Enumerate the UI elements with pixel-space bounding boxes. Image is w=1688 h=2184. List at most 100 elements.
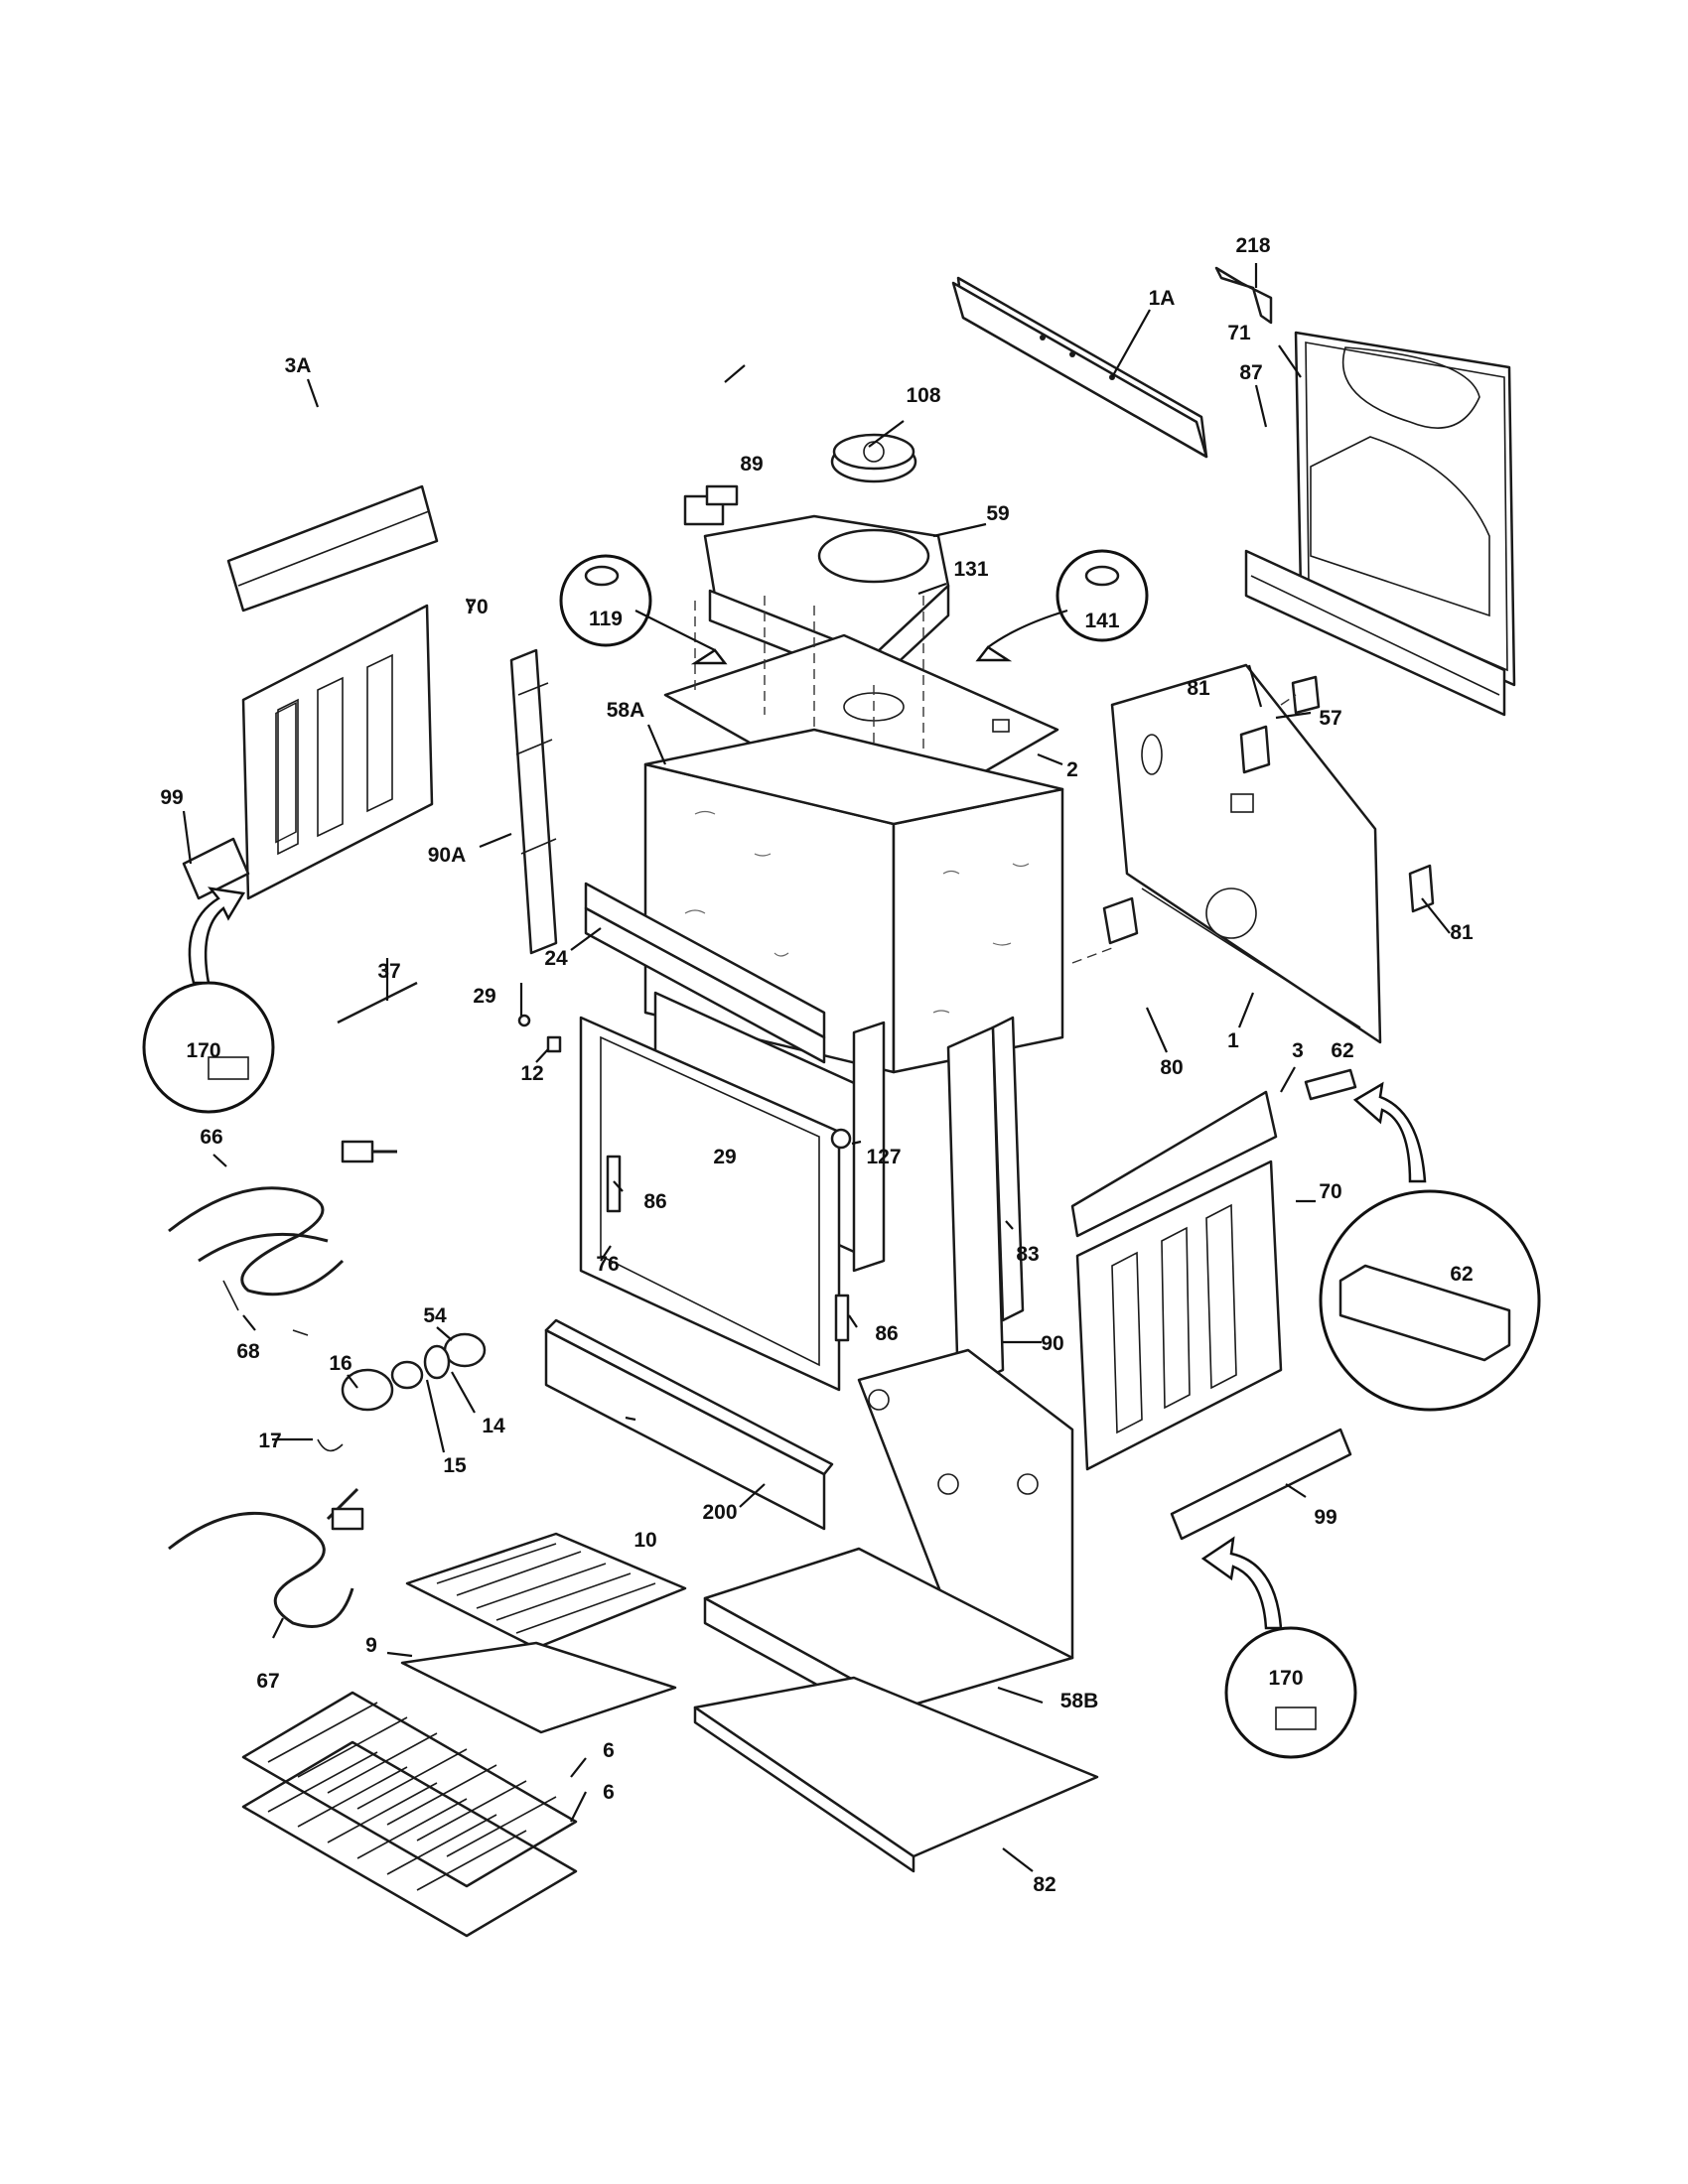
label-3A: 3A — [285, 354, 312, 377]
label-86-lower: 86 — [875, 1322, 898, 1345]
part-62-terminal-block — [1304, 1068, 1357, 1101]
label-119: 119 — [589, 608, 623, 630]
part-86-hinge-upper — [606, 1155, 622, 1213]
part-37-sensor — [337, 981, 418, 1024]
label-1: 1 — [1227, 1029, 1239, 1052]
curved-arrow-141 — [975, 609, 1068, 662]
label-99-right: 99 — [1314, 1506, 1336, 1529]
part-89-motor — [683, 484, 739, 526]
label-108: 108 — [906, 384, 940, 407]
part-17-wire — [317, 1438, 344, 1452]
part-67-bake-element — [168, 1487, 364, 1628]
curved-arrow-119 — [634, 610, 728, 665]
label-170-left: 170 — [186, 1039, 220, 1062]
label-99-left: 99 — [160, 786, 183, 809]
detail-circle-170-right — [1224, 1626, 1357, 1759]
label-70-right: 70 — [1319, 1180, 1341, 1203]
label-87: 87 — [1239, 361, 1262, 384]
part-87-rail — [1244, 549, 1506, 717]
part-90-right-strip — [946, 1025, 1005, 1392]
part-10-broiler-grid — [405, 1532, 687, 1650]
label-29-inner: 29 — [713, 1146, 736, 1168]
label-86-upper: 86 — [643, 1190, 666, 1213]
part-68-clip — [222, 1280, 309, 1336]
part-76-door-gasket-frame — [579, 1016, 841, 1392]
label-17: 17 — [258, 1430, 281, 1452]
detail-circle-141 — [1055, 549, 1149, 642]
label-90A: 90A — [428, 844, 467, 867]
part-29-screw — [517, 1014, 531, 1027]
label-127: 127 — [866, 1146, 901, 1168]
part-218-bracket — [1214, 266, 1273, 325]
label-80: 80 — [1160, 1056, 1183, 1079]
part-12-screw — [546, 1035, 562, 1053]
label-76: 76 — [596, 1253, 619, 1276]
label-62-detail: 62 — [1450, 1263, 1473, 1286]
label-70-left: 70 — [465, 596, 488, 618]
label-3: 3 — [1292, 1039, 1304, 1062]
part-58A-insulation-wrap — [643, 728, 1064, 1074]
label-81-top: 81 — [1187, 677, 1210, 700]
label-83: 83 — [1016, 1243, 1039, 1266]
part-14-socket — [423, 1344, 451, 1380]
label-1A: 1A — [1149, 287, 1176, 310]
label-71: 71 — [1227, 322, 1251, 344]
part-3A-rail — [226, 484, 439, 613]
part-99-right-bracket — [1170, 1428, 1352, 1541]
label-9: 9 — [365, 1634, 377, 1657]
label-54: 54 — [423, 1304, 447, 1327]
part-3-rail — [1070, 1090, 1278, 1238]
part-80-bracket — [1102, 896, 1139, 945]
label-62-top: 62 — [1331, 1039, 1353, 1062]
part-16-bulb — [341, 1368, 394, 1412]
label-14: 14 — [482, 1415, 505, 1437]
label-16: 16 — [329, 1352, 352, 1375]
part-1-right-side-frame — [1110, 663, 1382, 1044]
label-29-top: 29 — [473, 985, 495, 1008]
curved-arrow-right — [1200, 1536, 1283, 1630]
label-82: 82 — [1033, 1873, 1055, 1896]
label-37: 37 — [377, 960, 400, 983]
curved-arrow-62 — [1352, 1081, 1427, 1183]
label-200: 200 — [702, 1501, 737, 1524]
part-6-oven-rack-lower — [241, 1740, 578, 1938]
detail-circle-62 — [1319, 1189, 1541, 1412]
label-66: 66 — [200, 1126, 222, 1149]
label-12: 12 — [520, 1062, 543, 1085]
label-131: 131 — [953, 558, 988, 581]
part-58B-base-insulation — [703, 1348, 1074, 1734]
label-90: 90 — [1041, 1332, 1063, 1355]
part-82-base-pan — [693, 1676, 1099, 1873]
part-15-bulb-neck — [390, 1360, 424, 1390]
label-218: 218 — [1235, 234, 1270, 257]
label-58A: 58A — [607, 699, 645, 722]
part-90A-side-strip — [509, 648, 558, 955]
detail-circle-119 — [559, 554, 652, 647]
part-9-broiler-pan — [400, 1641, 677, 1734]
part-81-bracket-right — [1408, 864, 1435, 913]
label-141: 141 — [1084, 610, 1119, 632]
part-127-light-socket — [830, 1128, 852, 1150]
curved-arrow-left — [188, 887, 246, 985]
label-89: 89 — [740, 453, 763, 476]
label-6-upper: 6 — [603, 1739, 615, 1762]
label-59: 59 — [986, 502, 1009, 525]
part-83-strip — [991, 1016, 1025, 1322]
part-70-right-side-panel — [1075, 1160, 1283, 1471]
part-59-131-fan-housing — [703, 514, 950, 687]
label-58B: 58B — [1060, 1690, 1099, 1712]
label-57: 57 — [1319, 707, 1341, 730]
label-15: 15 — [443, 1454, 467, 1477]
label-81-right: 81 — [1450, 921, 1474, 944]
part-200-kick-panel — [544, 1318, 834, 1531]
part-70-left-side-panel — [241, 604, 434, 900]
part-66-broil-element — [168, 1140, 397, 1297]
part-57-clip — [1291, 675, 1321, 715]
leader-lines — [182, 263, 1451, 1872]
part-99-left-bracket — [182, 837, 250, 900]
part-81-bracket-top — [1239, 725, 1271, 774]
label-10: 10 — [633, 1529, 656, 1552]
part-1A-top-rail — [951, 276, 1208, 459]
label-67: 67 — [256, 1670, 279, 1693]
